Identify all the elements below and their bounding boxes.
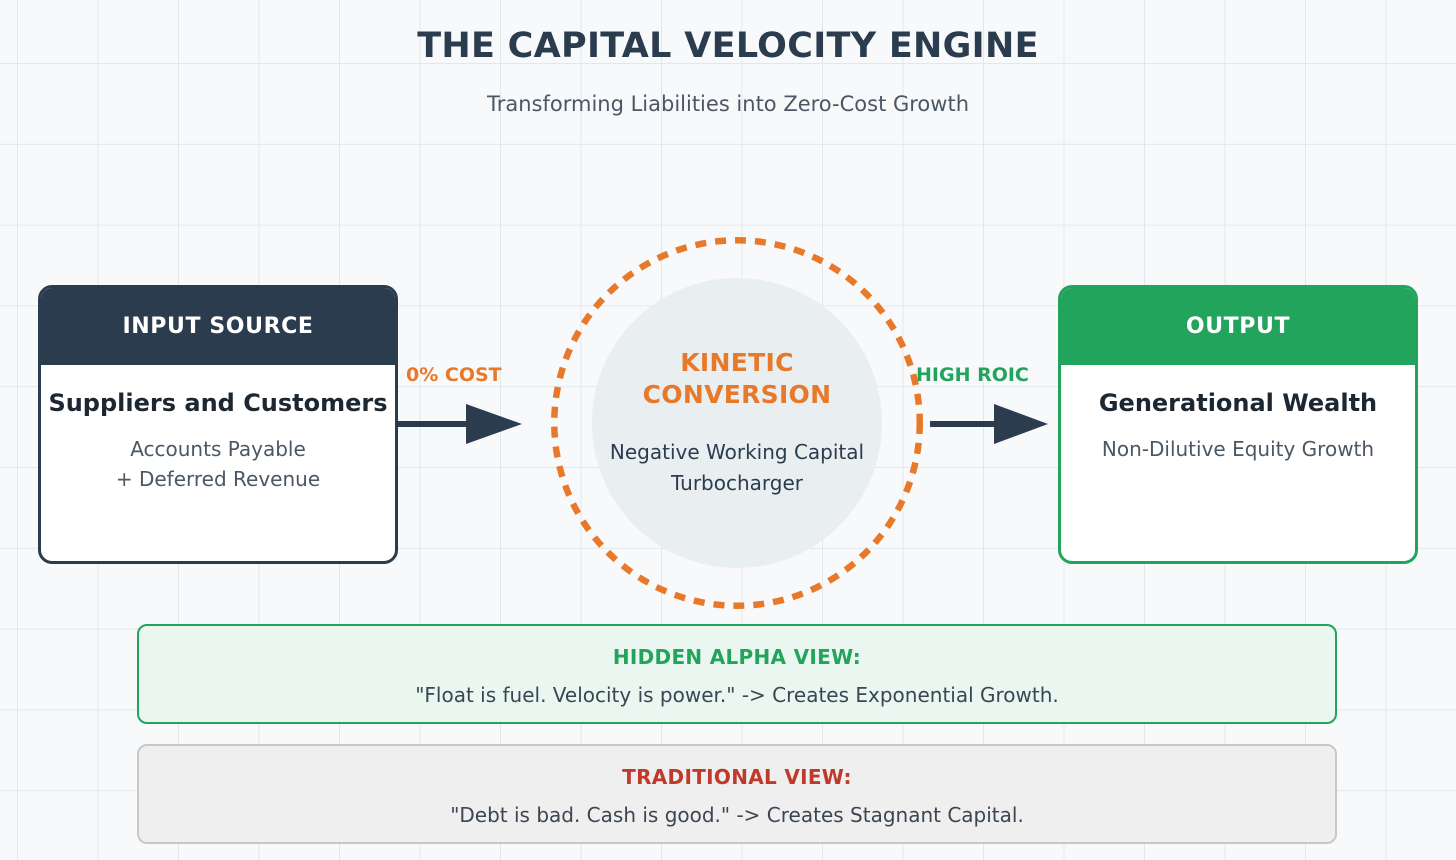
output-node[interactable]: OUTPUT Generational Wealth Non-Dilutive … [1058,285,1418,564]
hidden-alpha-panel-body: "Float is fuel. Velocity is power." -> C… [415,683,1059,707]
traditional-view-panel-body: "Debt is bad. Cash is good." -> Creates … [450,803,1024,827]
output-body: Generational Wealth Non-Dilutive Equity … [1061,365,1415,464]
input-source-node[interactable]: INPUT SOURCE Suppliers and Customers Acc… [38,285,398,564]
hidden-alpha-panel[interactable]: HIDDEN ALPHA VIEW: "Float is fuel. Veloc… [137,624,1337,724]
kinetic-conversion-hub[interactable]: KINETIC CONVERSION Negative Working Capi… [551,237,923,609]
hub-subtitle-line-1: Negative Working Capital [609,440,865,464]
input-source-header: INPUT SOURCE [41,288,395,365]
arrow-input-to-hub-icon [396,404,522,444]
hub-subtitle-line-2: Turbocharger [670,471,803,495]
output-detail: Non-Dilutive Equity Growth [1101,436,1375,461]
arrow-label-high-roic: HIGH ROIC [916,364,1029,386]
output-main-label: Generational Wealth [1098,389,1378,417]
page-subtitle: Transforming Liabilities into Zero-Cost … [486,92,969,116]
hidden-alpha-panel-title: HIDDEN ALPHA VIEW: [612,645,862,669]
input-source-body: Suppliers and Customers Accounts Payable… [41,365,395,494]
hub-inner-circle [592,278,882,568]
hub-title-line-1: KINETIC [680,348,794,377]
dashed-ring-icon [551,237,923,609]
input-source-detail-line-2: + Deferred Revenue [115,466,321,491]
traditional-view-panel-title: TRADITIONAL VIEW: [622,765,852,789]
input-source-detail: Accounts Payable + Deferred Revenue [41,434,395,494]
arrow-label-zero-cost: 0% COST [406,364,502,386]
output-header: OUTPUT [1061,288,1415,365]
page-title: THE CAPITAL VELOCITY ENGINE [417,26,1039,66]
input-source-main-label: Suppliers and Customers [48,389,388,417]
hub-text-group: KINETIC CONVERSION Negative Working Capi… [551,237,923,609]
hub-subtitle: Negative Working Capital Turbocharger [610,437,864,499]
hub-title-line-2: CONVERSION [642,380,832,409]
hub-title: KINETIC CONVERSION [643,347,832,411]
arrow-hub-to-output-icon [930,404,1048,444]
traditional-view-panel[interactable]: TRADITIONAL VIEW: "Debt is bad. Cash is … [137,744,1337,844]
input-source-detail-line-1: Accounts Payable [130,436,306,461]
